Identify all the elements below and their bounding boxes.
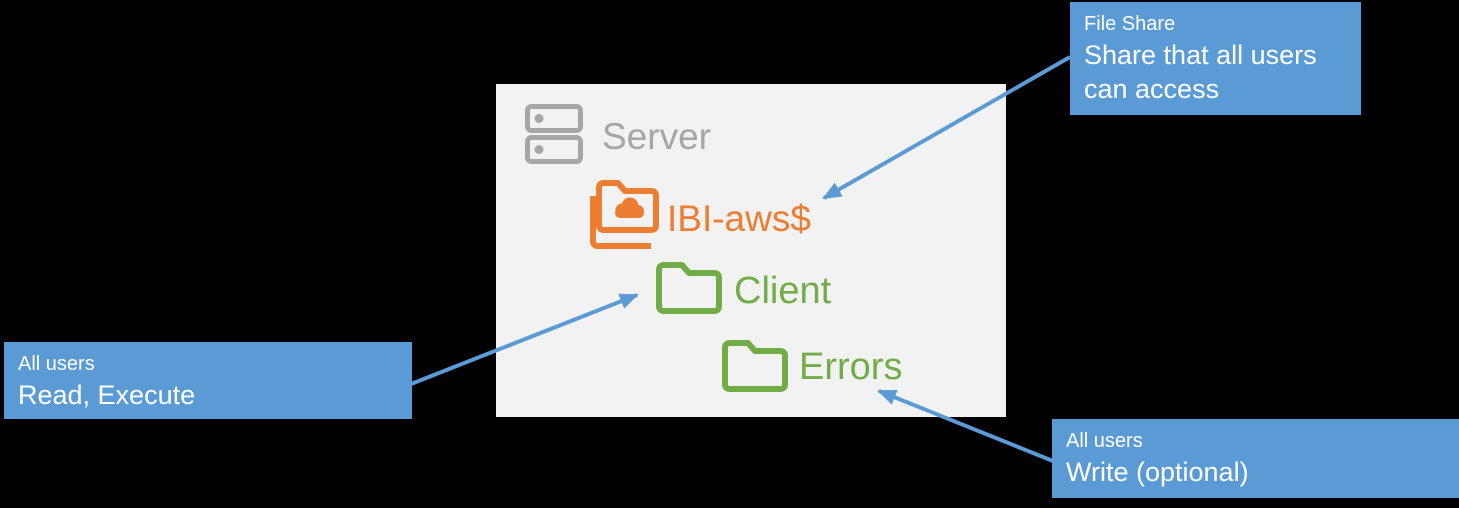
callout-file-share: File Share Share that all users can acce… [1070,2,1361,115]
callout-read-execute: All users Read, Execute [4,342,412,419]
callout-title: All users [1066,430,1143,452]
callout-body: Share that all users can access [1084,40,1317,104]
file-share-label: IBI-aws$ [667,198,811,239]
client-folder-label: Client [734,270,832,312]
errors-folder-label: Errors [799,346,903,388]
callout-body: Write (optional) [1066,457,1249,487]
folder-icon [656,262,722,314]
server-icon [525,104,583,164]
callout-title: All users [18,353,95,375]
server-label: Server [602,116,711,157]
callout-title: File Share [1084,13,1176,35]
folder-icon [722,340,788,392]
callout-write-optional: All users Write (optional) [1052,419,1459,498]
callout-body: Read, Execute [18,380,196,410]
shared-cloud-folder-icon [590,180,659,249]
